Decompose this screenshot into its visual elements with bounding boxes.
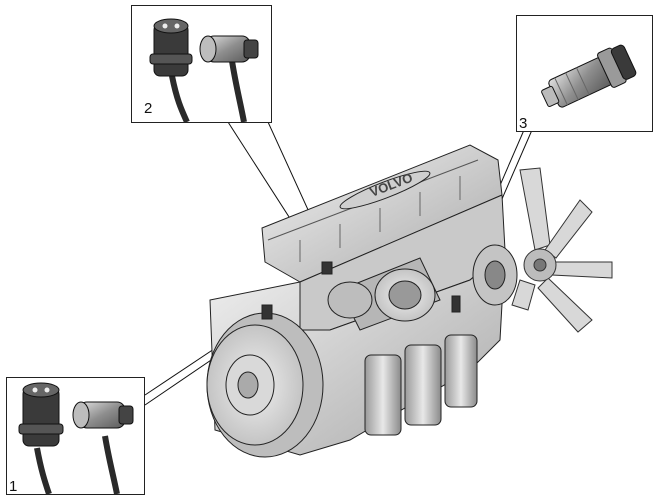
cooling-fan [511,167,613,333]
sensor-2-illustration [149,18,259,124]
callout-box-3: 3 [516,15,653,132]
callout-number-3: 3 [519,115,528,132]
sensor-1-illustration [18,382,134,495]
callout-number-1: 1 [9,478,18,495]
engine-block [206,144,518,458]
sensor-3-illustration [541,44,637,108]
callout-box-1: 1 [6,377,145,495]
callout-number-2: 2 [144,100,153,117]
callout-box-2: 2 [131,5,272,124]
